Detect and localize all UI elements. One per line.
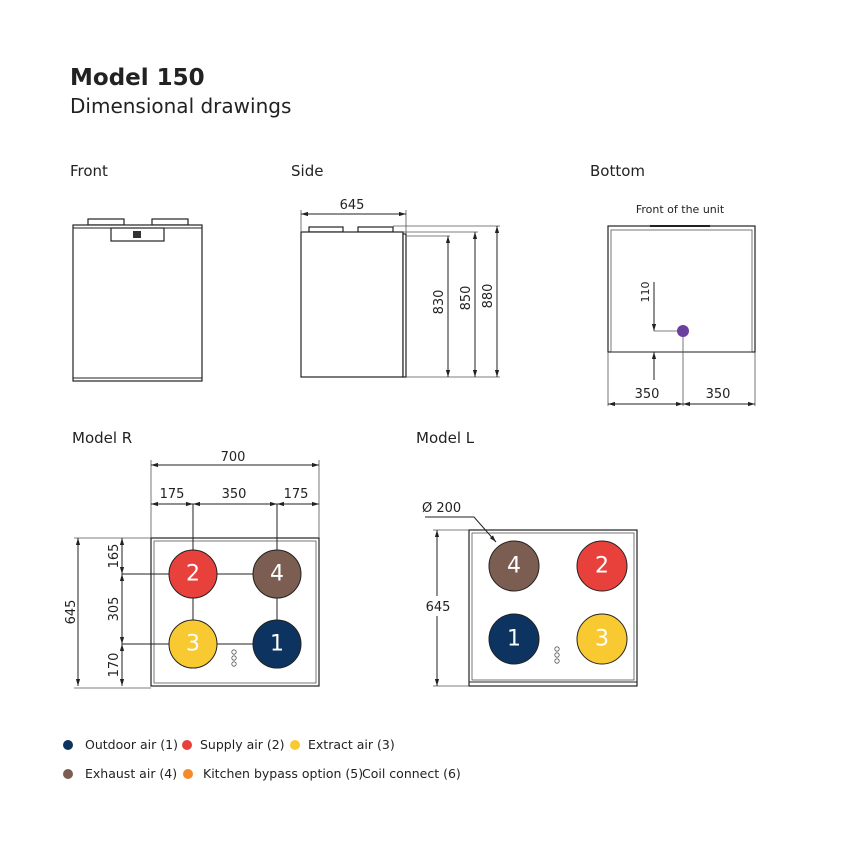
legend-item: Supply air (2) (200, 737, 285, 752)
height-880-dim: 880 (481, 284, 496, 309)
port-number: 1 (270, 632, 284, 657)
bottom-view: Front of the unit 110 350 350 (607, 203, 756, 407)
condensate-drain-icon (554, 646, 560, 664)
page-title: Model 150 (70, 65, 205, 91)
exhaust-air-port (252, 549, 302, 599)
model-r-view: 700 175 350 175 645 165 305 170 2 4 3 1 (64, 450, 320, 689)
model-l-label: Model L (416, 429, 475, 447)
page-subtitle: Dimensional drawings (70, 94, 291, 118)
side-label: Side (291, 162, 323, 180)
supply-air-port (576, 540, 628, 592)
side-view: 645 830 850 880 (300, 198, 500, 378)
port-number: 1 (507, 627, 521, 652)
depth-170-dim: 170 (107, 653, 122, 678)
port-number: 4 (507, 554, 521, 579)
extract-air-port (576, 613, 628, 665)
front-of-unit-caption: Front of the unit (636, 203, 725, 216)
kitchen-bypass-dot-icon (183, 769, 193, 779)
supply-air-dot-icon (182, 740, 192, 750)
port-number: 3 (186, 632, 200, 657)
legend-item: Coil connect (6) (362, 766, 461, 781)
outdoor-air-dot-icon (63, 740, 73, 750)
width-700-dim: 700 (221, 450, 246, 465)
exhaust-air-dot-icon (63, 769, 73, 779)
depth-165-dim: 165 (107, 544, 122, 569)
depth-305-dim: 305 (107, 597, 122, 622)
diameter-200-dim: Ø 200 (422, 501, 461, 516)
port-number: 4 (270, 562, 284, 587)
legend-item: Kitchen bypass option (5) (203, 766, 363, 781)
bottom-left-dim: 350 (635, 387, 660, 402)
height-850-dim: 850 (459, 286, 474, 311)
height-830-dim: 830 (432, 290, 447, 315)
condensate-drain-icon (231, 649, 237, 667)
width-350-dim: 350 (222, 487, 247, 502)
front-view (72, 218, 203, 382)
front-label: Front (70, 162, 108, 180)
width-175-left-dim: 175 (160, 487, 185, 502)
offset-110-dim: 110 (639, 282, 652, 303)
port-number: 2 (186, 562, 200, 587)
exhaust-air-port (488, 540, 540, 592)
width-175-right-dim: 175 (284, 487, 309, 502)
outdoor-air-port (488, 613, 540, 665)
legend-item: Outdoor air (1) (85, 737, 178, 752)
depth-645-dim: 645 (426, 600, 451, 615)
bottom-right-dim: 350 (706, 387, 731, 402)
supply-air-port (168, 549, 218, 599)
model-r-label: Model R (72, 429, 132, 447)
legend-item: Exhaust air (4) (85, 766, 177, 781)
depth-645-dim: 645 (64, 600, 79, 625)
bottom-label: Bottom (590, 162, 645, 180)
model-l-view: Ø 200 645 4 2 1 3 (422, 501, 638, 687)
legend-item: Extract air (3) (308, 737, 395, 752)
side-width-dim: 645 (340, 198, 365, 213)
extract-air-dot-icon (290, 740, 300, 750)
outdoor-air-port (252, 619, 302, 669)
legend: Outdoor air (1) Supply air (2) Extract a… (63, 737, 461, 781)
port-number: 3 (595, 627, 609, 652)
port-number: 2 (595, 554, 609, 579)
extract-air-port (168, 619, 218, 669)
coil-connect-port (677, 325, 689, 337)
